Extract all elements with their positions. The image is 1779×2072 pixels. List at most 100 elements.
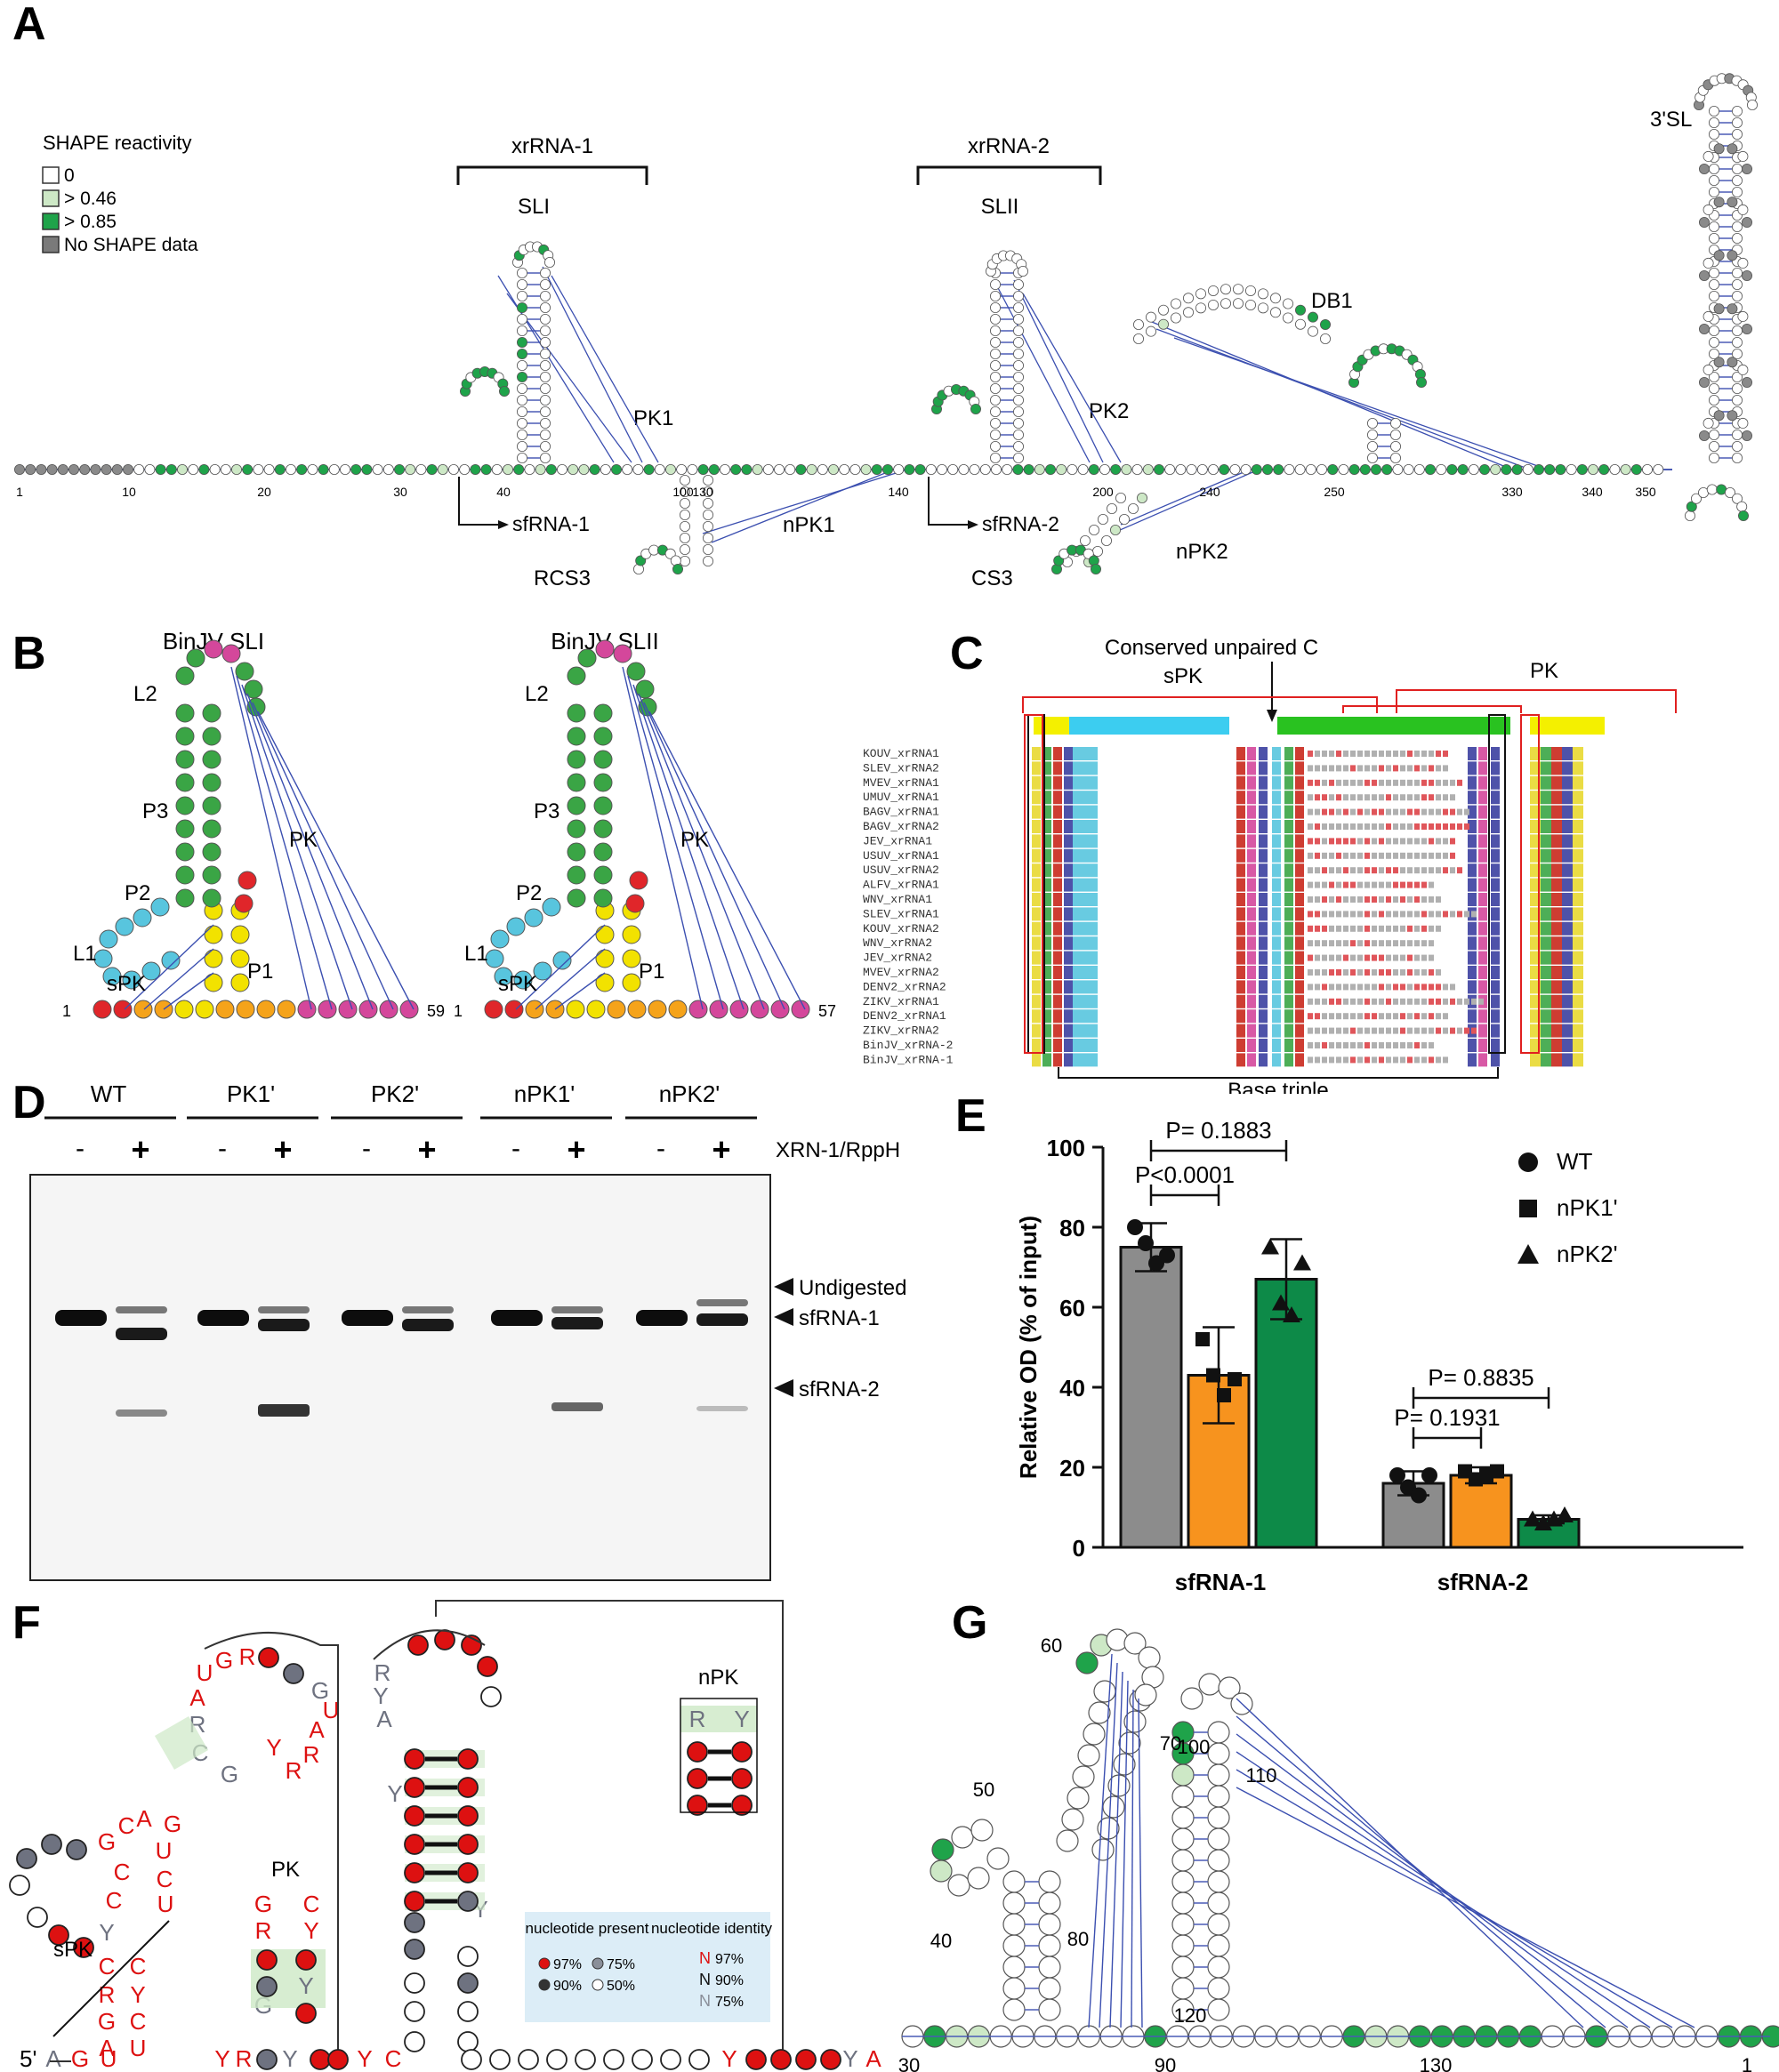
alignment-column [1259, 994, 1268, 1008]
alignment-residue [1336, 867, 1341, 874]
nucleotide [544, 256, 556, 268]
alignment-column [1247, 907, 1256, 921]
nucleotide [459, 464, 471, 476]
alignment-column [1073, 761, 1098, 775]
nucleotide [967, 1867, 990, 1890]
nucleotide [1703, 204, 1714, 215]
nucleotide [762, 464, 774, 476]
alignment-column [1053, 1053, 1062, 1067]
alignment-column [1573, 907, 1583, 921]
identity-90-label: 90% [715, 1973, 744, 1988]
nucleotide [1002, 1934, 1026, 1957]
nucleotide [557, 464, 568, 476]
alignment-column [1541, 936, 1551, 951]
alignment-column [1272, 907, 1281, 921]
alignment-residue [1414, 881, 1420, 888]
nucleotide [485, 949, 504, 968]
alignment-column [1053, 951, 1062, 965]
nucleotide [1691, 493, 1703, 504]
alignment-residue [1379, 969, 1384, 976]
conserved-c-arrowhead [1267, 710, 1277, 722]
3sl-label: 3'SL [1650, 108, 1692, 132]
alignment-residue [1308, 911, 1313, 918]
alignment-residue [1322, 984, 1327, 991]
pk-link [638, 693, 765, 1010]
alignment-column [1073, 805, 1098, 819]
alignment-residue [1357, 984, 1363, 991]
nucleotide [1732, 325, 1743, 336]
consensus-letter: A [376, 1706, 392, 1732]
nucleotide [1699, 376, 1711, 388]
alignment-residue [1400, 823, 1405, 830]
alignment-residue [1357, 998, 1363, 1005]
alignment-residue [1436, 838, 1441, 845]
alignment-residue [1414, 751, 1420, 757]
alignment-column [1042, 805, 1051, 819]
pk-link [627, 675, 724, 1010]
nucleotide [209, 464, 221, 476]
alignment-column [1468, 980, 1477, 994]
nucleotide [611, 464, 623, 476]
nucleotide [517, 301, 528, 313]
alignment-residue [1329, 852, 1334, 859]
alignment-column [1236, 907, 1245, 921]
nucleotide [1207, 1998, 1230, 2021]
alignment-column [1259, 980, 1268, 994]
alignment-column [1541, 761, 1551, 775]
alignment-residue [1329, 998, 1334, 1005]
alignment-residue [1386, 867, 1391, 874]
alignment-residue [1386, 852, 1391, 859]
x-category-label: sfRNA-2 [1437, 1569, 1529, 1592]
alignment-residue [1393, 896, 1398, 903]
nucleotide [1093, 1680, 1116, 1703]
alignment-column [1295, 1009, 1304, 1024]
nucleotide [296, 464, 308, 476]
alignment-residue [1429, 852, 1434, 859]
consensus-nucleotide [404, 1805, 425, 1827]
alignment-residue [1364, 838, 1370, 845]
nucleotide [1013, 359, 1025, 371]
nucleotide [1699, 269, 1711, 281]
alignment-residue [1343, 852, 1348, 859]
alignment-residue [1429, 984, 1434, 991]
nucleotide [703, 475, 714, 486]
bar-wt-sfrna-1 [1119, 1246, 1183, 1549]
consensus-nucleotide [688, 2049, 710, 2070]
nucleotide [517, 394, 528, 406]
alignment-residue [1400, 1042, 1405, 1048]
alignment-column [1259, 1009, 1268, 1024]
alignment-residue [1372, 1027, 1377, 1034]
nucleotide [860, 464, 872, 476]
nucleotide [703, 486, 714, 498]
alignment-column [1053, 1009, 1062, 1024]
alignment-residue [1386, 751, 1391, 757]
alignment-residue [1343, 998, 1348, 1005]
nucleotide [871, 464, 882, 476]
nucleotide [230, 949, 250, 968]
alignment-column [1295, 1053, 1304, 1067]
alignment-residue [1329, 940, 1334, 947]
nucleotide [533, 961, 552, 981]
conserved-c-label: Conserved unpaired C [1105, 636, 1318, 660]
alignment-column [1295, 966, 1304, 979]
nucleotide [1308, 325, 1319, 337]
nucleotide [517, 278, 528, 290]
alignment-residue [1400, 838, 1405, 845]
gel-band-sfrna2 [258, 1404, 310, 1417]
nucleotide [990, 406, 1002, 417]
nucleotide [1123, 1632, 1147, 1655]
alignment-residue [1350, 911, 1356, 918]
nucleotide [567, 703, 586, 723]
alignment-residue [1429, 954, 1434, 961]
consensus-letter: A [189, 1684, 205, 1711]
nucleotide [204, 973, 223, 992]
alignment-row-name: JEV_xrRNA2 [863, 952, 932, 965]
nucleotide [1709, 440, 1720, 452]
plus-label: + [131, 1131, 149, 1168]
alignment-column [1478, 936, 1487, 951]
alignment-residue [1372, 984, 1377, 991]
alignment-column [1468, 747, 1477, 760]
present-97-dot [538, 1957, 551, 1970]
alignment-residue [1379, 984, 1384, 991]
